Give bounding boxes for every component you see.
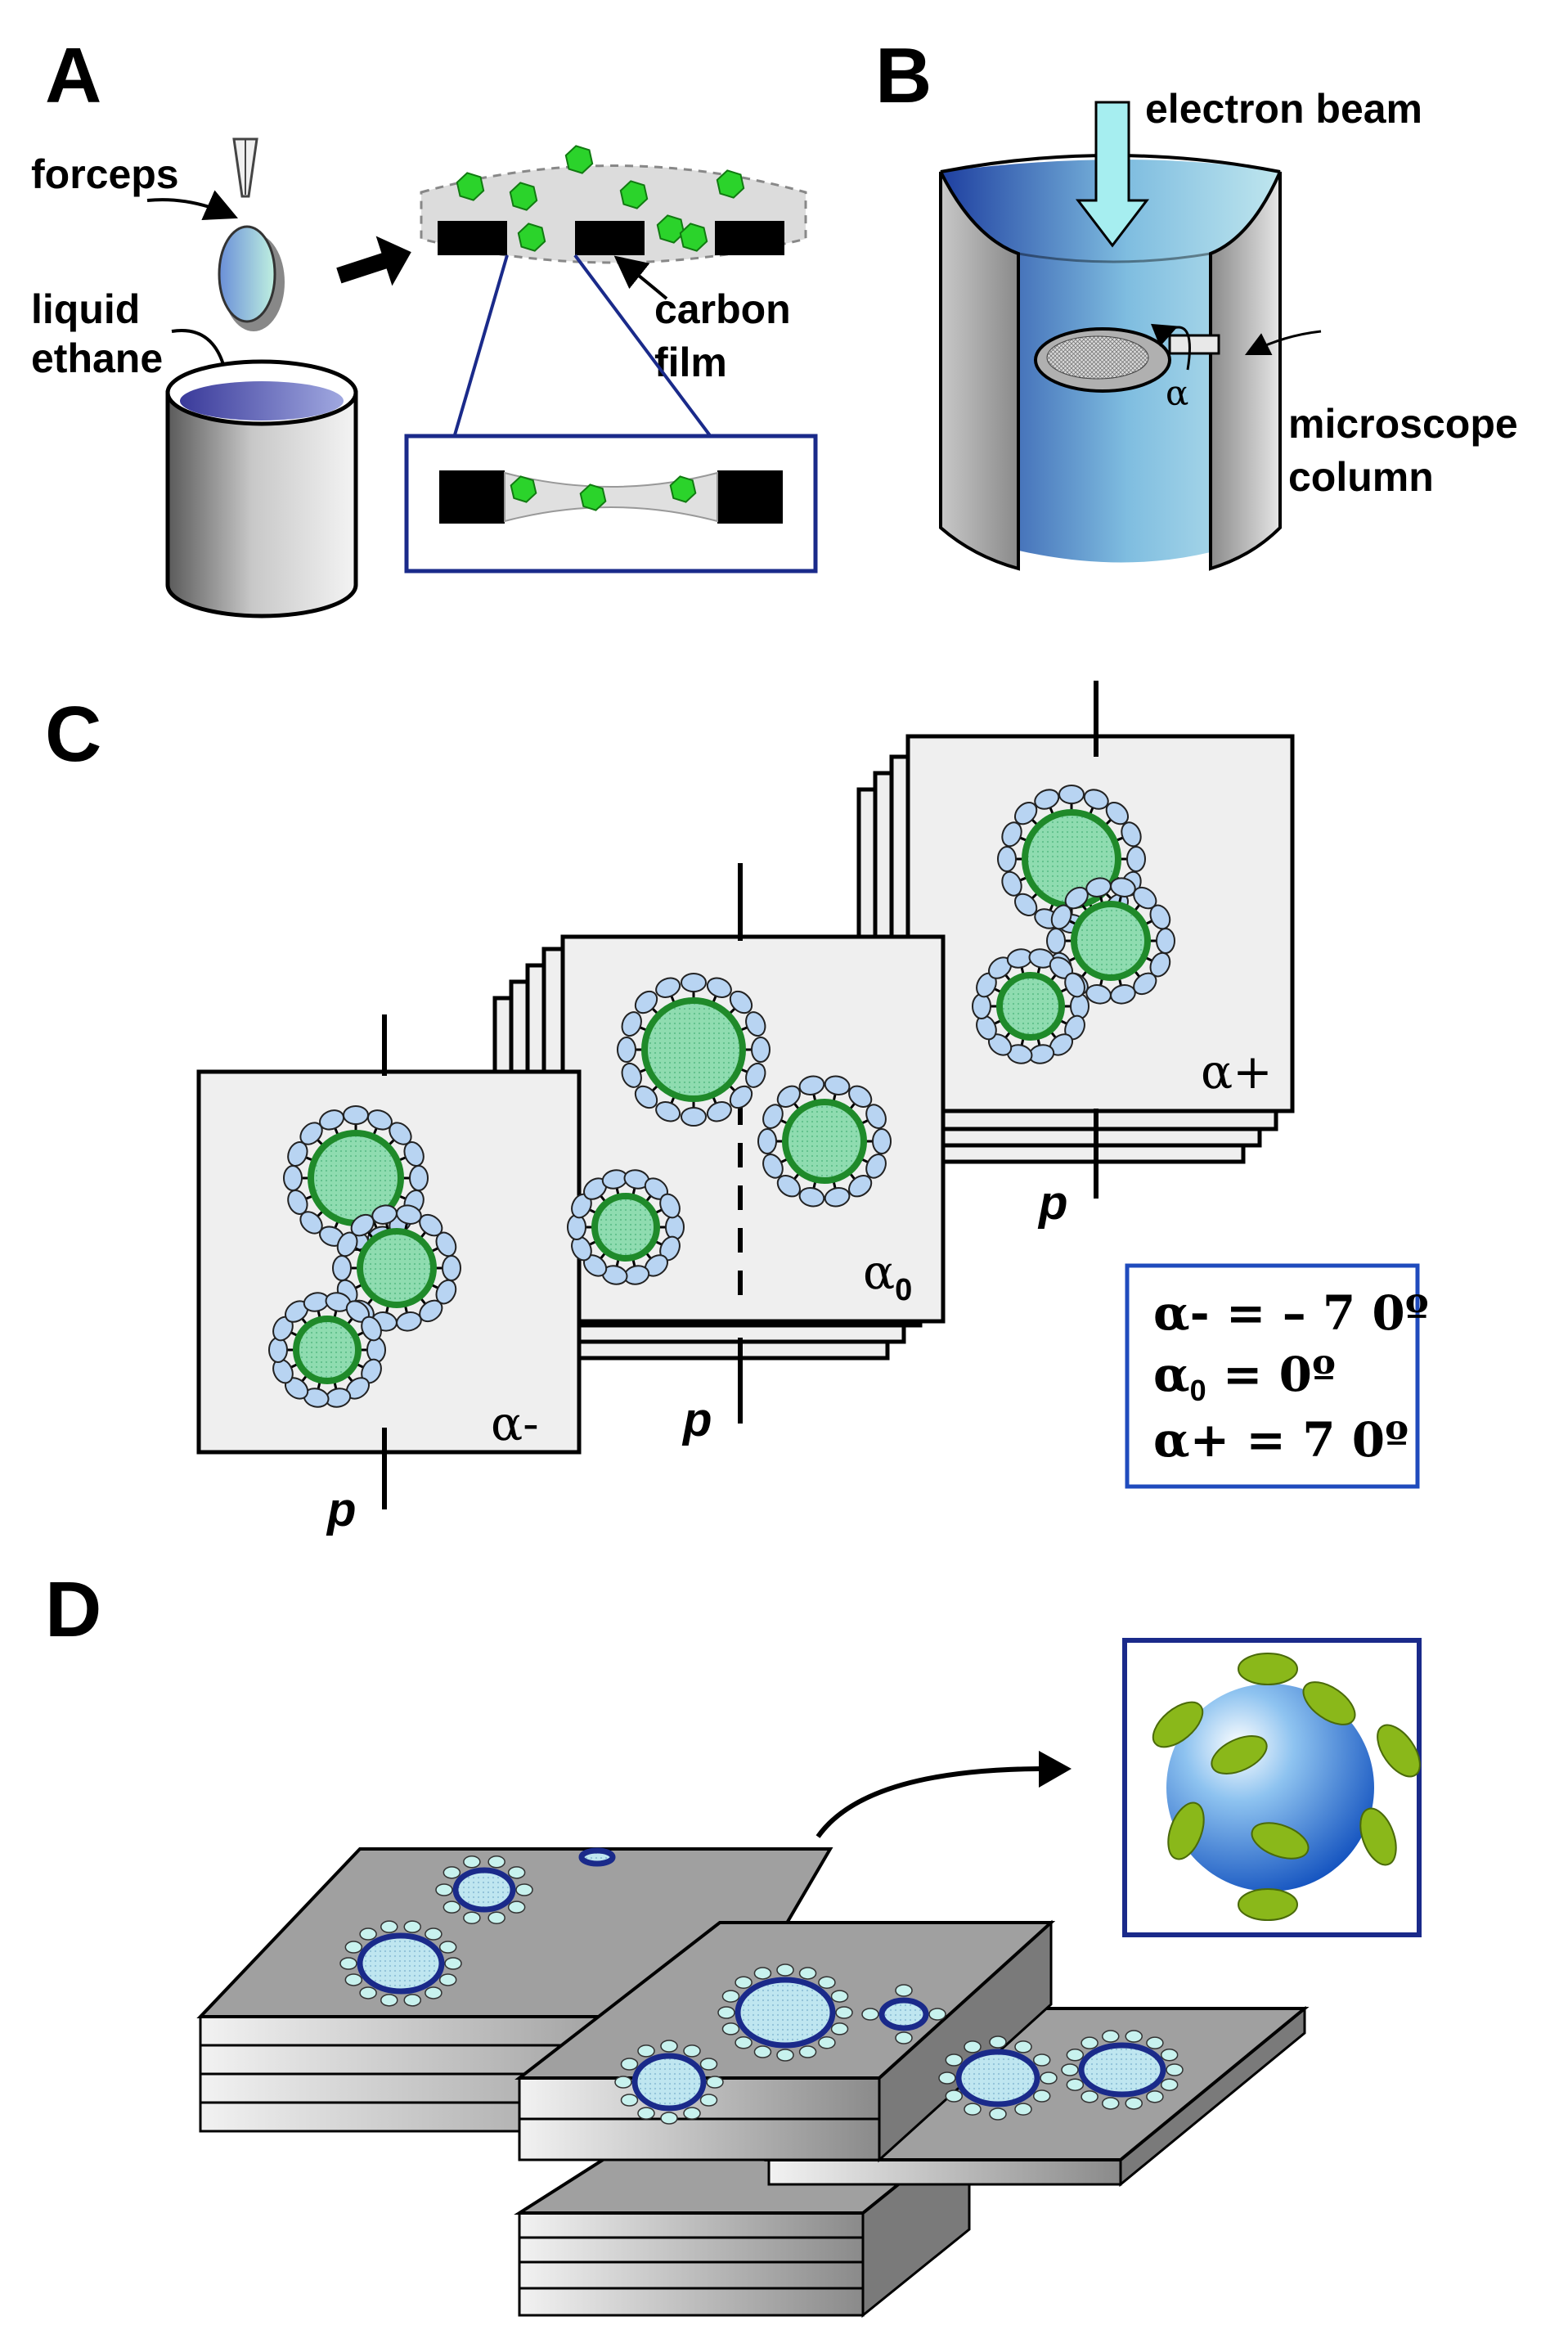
virion-minus-2 <box>332 1204 461 1332</box>
ice-particle-8 <box>716 169 745 199</box>
specimen-holder <box>1034 327 1220 393</box>
panel-b: B electron beam α microscope column <box>875 32 1518 571</box>
slice-4 <box>717 1963 853 2062</box>
grid-bar-3 <box>715 221 784 255</box>
vitrified-ice-layer <box>420 164 807 264</box>
zoom-line-left <box>452 254 509 439</box>
zoom-line-right <box>573 254 713 439</box>
slice-8 <box>1061 2030 1184 2110</box>
tilt-label-minus: α- <box>491 1396 539 1451</box>
tilt-label-zero: α0 <box>863 1244 912 1307</box>
inset-ice-cross-section <box>404 434 818 574</box>
spike-2 <box>1152 1701 1204 1748</box>
label-microscope: microscope <box>1288 401 1518 447</box>
inset-particle-2 <box>579 484 607 511</box>
axis-label-plus: p <box>1037 1176 1067 1230</box>
inset-particles <box>510 475 697 511</box>
virion-zero-2 <box>757 1075 892 1208</box>
spike-7 <box>1359 1807 1397 1866</box>
panel-a-letter: A <box>45 32 101 119</box>
label-carbon: carbon <box>654 286 791 332</box>
ice-particle-3 <box>564 145 594 174</box>
column-wall-left <box>939 171 1020 571</box>
spike-6 <box>1167 1801 1205 1860</box>
column-pointer <box>1244 330 1322 356</box>
virion-zero-3 <box>567 1169 685 1285</box>
grid-drop <box>218 225 276 323</box>
label-alpha-tilt: α <box>1166 373 1188 413</box>
legend-row-minus: α- = – 7 0º <box>1153 1285 1429 1341</box>
panel-c: C p α+ p α0 <box>45 681 1429 1536</box>
ice-particle-2 <box>509 182 538 211</box>
extraction-arrow <box>815 1765 1056 1838</box>
label-liquid: liquid <box>31 286 140 332</box>
virion-minus-3 <box>268 1292 386 1408</box>
virion-projections <box>268 785 1175 1408</box>
grid-bar-2 <box>575 221 645 255</box>
ethane-container <box>165 359 358 618</box>
particles-in-ice <box>456 145 745 252</box>
label-ethane: ethane <box>31 335 163 381</box>
slice-1 <box>435 1855 533 1924</box>
virion-plus-3 <box>972 948 1090 1064</box>
spike-5 <box>1211 1735 1268 1774</box>
panel-b-letter: B <box>875 32 932 119</box>
slice-3 <box>339 1920 462 2007</box>
panel-d-letter: D <box>45 1566 101 1653</box>
tilt-arrow <box>1150 323 1191 371</box>
label-column: column <box>1288 454 1434 500</box>
panel-a: A forceps liquid ethane carbon <box>31 32 818 618</box>
inset-particle-1 <box>510 475 537 503</box>
slice-6 <box>614 2040 724 2125</box>
spike-8 <box>1251 1822 1310 1860</box>
spike-4 <box>1377 1724 1421 1778</box>
virion-3d-inset <box>1122 1638 1422 1937</box>
column-wall-right <box>1209 171 1282 571</box>
panel-c-letter: C <box>45 690 101 778</box>
ice-particle-1 <box>456 172 485 201</box>
slice-5 <box>861 1984 946 2044</box>
virion-plus-2 <box>1046 877 1175 1005</box>
ice-particle-4 <box>517 223 546 252</box>
axis-label-zero: p <box>681 1393 712 1446</box>
legend-row-plus: α+ = 7 0º <box>1153 1412 1409 1468</box>
spike-3 <box>1302 1681 1356 1725</box>
spike-1 <box>1238 1653 1298 1685</box>
electron-beam-arrow <box>1075 101 1150 248</box>
forceps-icon <box>218 137 285 331</box>
inset-particle-3 <box>669 475 697 503</box>
forceps-pointer <box>146 190 238 221</box>
glycoprotein-spikes <box>1152 1653 1421 1921</box>
grid-bar-1 <box>438 221 507 255</box>
virion-slices <box>339 1847 1184 2125</box>
ice-particle-6 <box>656 214 685 244</box>
legend-row-zero: α0 = 0º <box>1153 1347 1336 1407</box>
carbon-pointer <box>613 255 668 300</box>
virion-zero-1 <box>617 973 771 1127</box>
axis-label-minus: p <box>326 1483 356 1536</box>
ice-particle-7 <box>679 223 708 252</box>
process-arrow <box>336 236 411 286</box>
panel-d: D <box>45 1566 1422 2319</box>
slice-2 <box>578 1847 616 1867</box>
tilt-label-plus: α+ <box>1201 1044 1273 1100</box>
label-forceps: forceps <box>31 151 179 197</box>
slice-7 <box>938 2035 1058 2121</box>
virion-sphere <box>1166 1684 1374 1891</box>
label-electron-beam: electron beam <box>1145 86 1422 132</box>
ice-particle-5 <box>619 180 649 209</box>
liquid-ethane-surface <box>180 381 344 421</box>
tilt-minus-stack: p α- <box>196 1014 582 1536</box>
virion-minus-1 <box>283 1105 429 1251</box>
tilt-legend: α- = – 7 0º α0 = 0º α+ = 7 0º <box>1125 1263 1429 1489</box>
spike-9 <box>1238 1888 1298 1921</box>
